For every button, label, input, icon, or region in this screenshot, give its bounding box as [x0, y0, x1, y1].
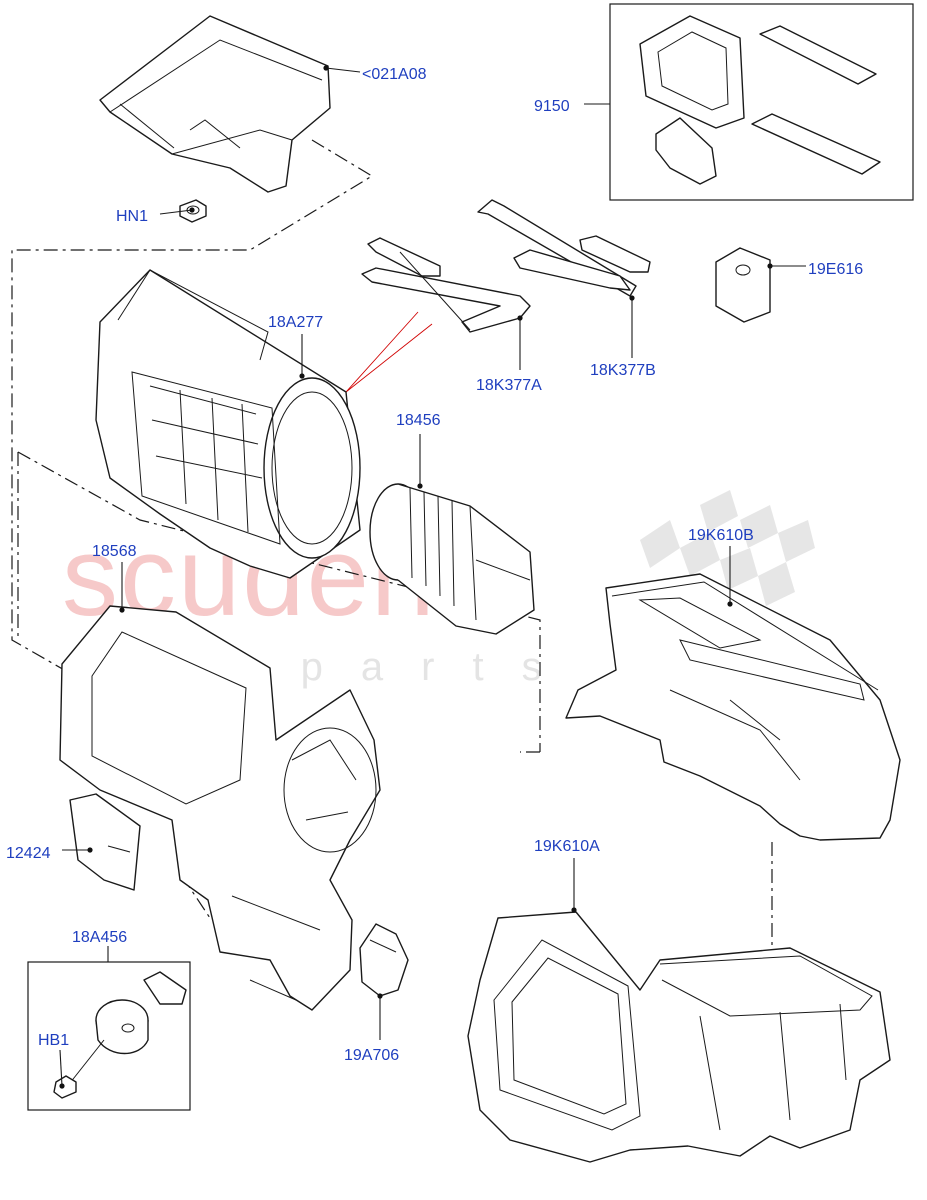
gasket-12424 — [69, 793, 141, 891]
part-labels: <021A08 9150 HN1 18A277 18K377A 18K377B … — [6, 66, 863, 1064]
label-19k610b: 19K610B — [688, 527, 754, 544]
heater-case-19k610b — [565, 573, 901, 841]
linkage-18k377a — [361, 237, 531, 333]
kit-18a456 — [27, 961, 191, 1111]
blower-motor-18456 — [369, 483, 535, 635]
label-18k377a: 18K377A — [476, 377, 542, 394]
label-12424: 12424 — [6, 845, 51, 862]
label-19a706: 19A706 — [344, 1047, 399, 1064]
leader-lines — [59, 65, 806, 1089]
lower-housing-18568 — [59, 605, 381, 1011]
label-021a08: <021A08 — [362, 66, 427, 83]
filter-kit-9150 — [609, 3, 914, 201]
label-hb1: HB1 — [38, 1032, 69, 1049]
label-hn1: HN1 — [116, 208, 148, 225]
label-18a277: 18A277 — [268, 314, 323, 331]
callout-lines — [345, 311, 433, 393]
label-18568: 18568 — [92, 543, 137, 560]
linkage-18k377b — [477, 199, 651, 297]
label-18k377b: 18K377B — [590, 362, 656, 379]
label-18456: 18456 — [396, 412, 441, 429]
actuator-19e616 — [715, 247, 771, 323]
label-19e616: 19E616 — [808, 261, 863, 278]
blower-housing-18a277 — [95, 269, 361, 579]
label-19k610a: 19K610A — [534, 838, 600, 855]
resistor-19a706 — [359, 923, 409, 997]
cover-021a08 — [99, 15, 331, 193]
heater-case-19k610a — [467, 911, 891, 1163]
label-18a456: 18A456 — [72, 929, 127, 946]
label-9150: 9150 — [534, 98, 570, 115]
